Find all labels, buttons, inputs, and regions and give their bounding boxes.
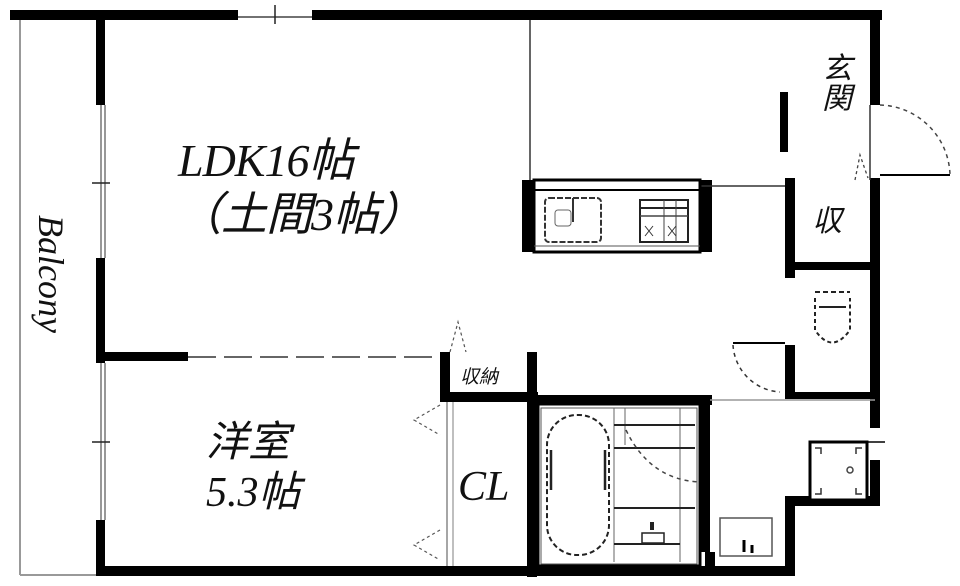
- toilet-icon: [814, 291, 851, 344]
- kitchen-sink-icon: [544, 197, 602, 243]
- bathroom: [536, 402, 710, 568]
- entrance-door: [854, 104, 951, 181]
- toilet-door: [732, 342, 785, 393]
- storage-door-marks: [412, 319, 467, 561]
- shower-faucet-icon: [641, 522, 665, 544]
- interior-walls: [96, 92, 877, 577]
- closet-label: CL: [458, 464, 510, 510]
- western-room-label-line1: 洋室: [206, 420, 291, 466]
- stove-icon: [639, 199, 689, 243]
- bathtub-icon: [546, 414, 610, 556]
- washing-machine-pan-icon: [808, 440, 885, 502]
- top-window: [238, 5, 312, 24]
- exterior-walls: [10, 10, 882, 576]
- balcony-label: Balcony: [31, 215, 71, 333]
- balcony-windows: [92, 105, 110, 520]
- shoe-storage-label: 収: [812, 205, 842, 238]
- storage-label: 収納: [460, 367, 499, 388]
- western-room-label-line2: 5.3帖: [206, 470, 301, 516]
- ldk-label-line1: LDK16帖: [178, 135, 354, 186]
- washbasin-icon: [719, 517, 773, 557]
- ldk-label-line2: （土間3帖）: [176, 189, 424, 240]
- entrance-label: 玄関: [817, 52, 850, 112]
- balcony-outline: [19, 18, 98, 576]
